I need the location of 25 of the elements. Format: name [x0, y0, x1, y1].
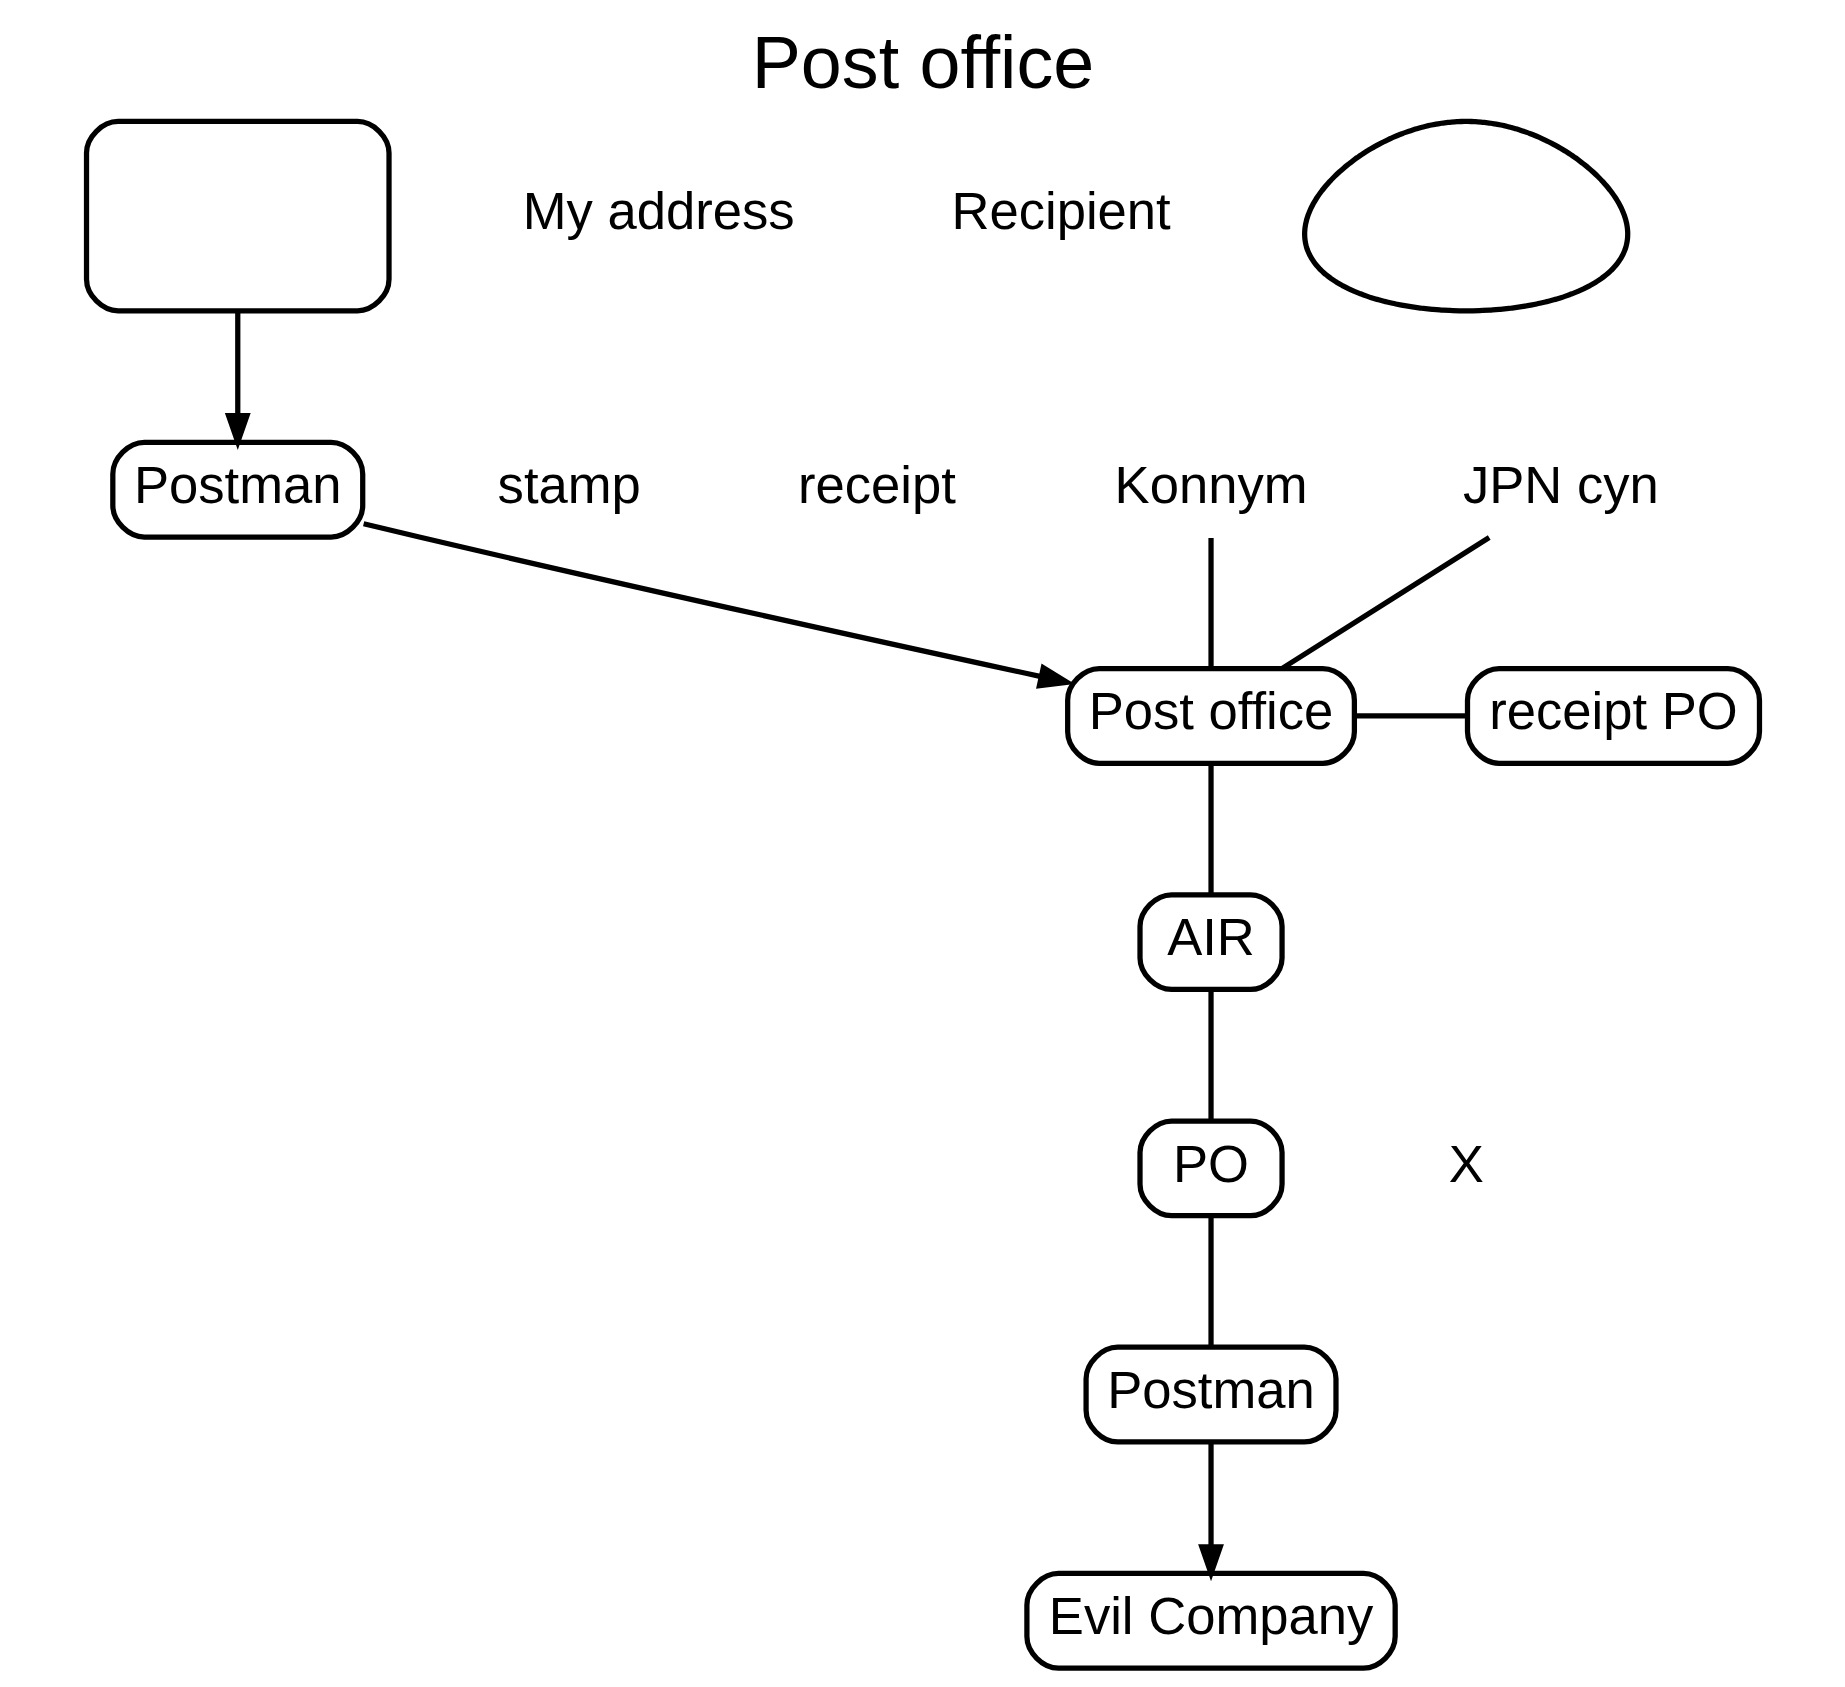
- node-box: [83, 118, 392, 314]
- node-box: PO: [1136, 1118, 1285, 1219]
- connector: [1207, 1216, 1214, 1347]
- node-label: X: [1448, 1133, 1484, 1193]
- node-label: Recipient: [950, 181, 1171, 241]
- node-label: receipt: [797, 454, 956, 514]
- arrow: [224, 311, 251, 450]
- diagram-title: Post office: [751, 21, 1094, 105]
- node-text: Konnym: [1114, 454, 1308, 514]
- node-box: Postman: [109, 439, 365, 540]
- node-box: Evil Company: [1023, 1570, 1398, 1671]
- node-box: Postman: [1082, 1344, 1339, 1445]
- node-cloud: [1301, 118, 1630, 314]
- arrow: [362, 521, 1075, 689]
- arrow: [1197, 1443, 1224, 1582]
- node-text: JPN cyn: [1462, 454, 1659, 514]
- node-box: AIR: [1136, 892, 1285, 993]
- connector: [1207, 538, 1214, 669]
- connector: [1354, 713, 1467, 719]
- node-label: My address: [522, 181, 795, 241]
- connector: [1207, 764, 1214, 895]
- node-box: receipt PO: [1464, 665, 1762, 766]
- connector: [1207, 990, 1214, 1121]
- node-box: Post office: [1064, 665, 1357, 766]
- node-label: stamp: [497, 454, 641, 514]
